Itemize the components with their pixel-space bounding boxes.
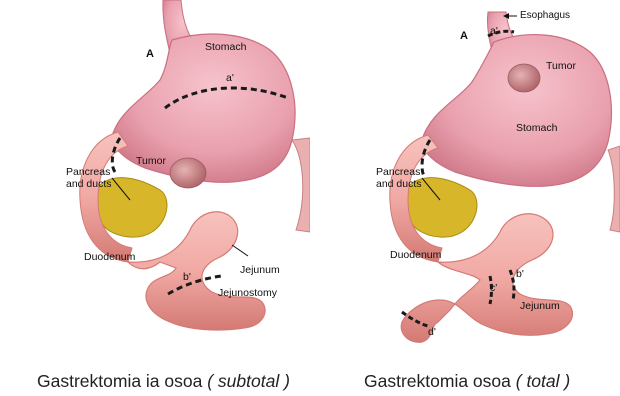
subtotal-caption: Gastrektomia ia osoa ( subtotal ) (37, 371, 290, 392)
total-caption-main: Gastrektomia osoa (364, 371, 511, 391)
total-gastrectomy-panel: Esophagus A a' Tumor Stomach Pancreas an… (310, 0, 620, 350)
jejunum-leader (232, 245, 248, 256)
total-caption: Gastrektomia osoa ( total ) (364, 371, 570, 392)
subtotal-caption-main: Gastrektomia ia osoa (37, 371, 202, 391)
subtotal-gastrectomy-panel: A Stomach a' Tumor Pancreas and ducts Du… (0, 0, 310, 350)
jejunum-label: Jejunum (520, 300, 560, 312)
cut-b-label: b' (516, 268, 524, 280)
subtotal-caption-paren: ( subtotal ) (207, 371, 290, 391)
total-caption-paren: ( total ) (516, 371, 570, 391)
tumor-label: Tumor (136, 155, 166, 167)
stomach-shape (422, 35, 611, 187)
panel-letter: A (146, 48, 154, 60)
duodenum-label: Duodenum (84, 251, 135, 263)
tumor-shape (170, 158, 206, 188)
jejunostomy-label: Jejunostomy (218, 287, 277, 299)
stomach-label: Stomach (516, 122, 557, 134)
pancreas-label: Pancreas and ducts (376, 166, 422, 190)
tumor-label: Tumor (546, 60, 576, 72)
jejunum-label: Jejunum (240, 264, 280, 276)
cut-d-label: d' (428, 326, 436, 338)
spleen-shape (292, 138, 310, 232)
total-anatomy-illustration (310, 0, 620, 350)
tumor-shape (508, 64, 540, 92)
cut-a-label: a' (226, 72, 234, 84)
spleen-shape (608, 146, 620, 232)
stomach-label: Stomach (205, 41, 246, 53)
esophagus-label: Esophagus (520, 10, 570, 22)
pancreas-label: Pancreas and ducts (66, 166, 112, 190)
cut-c-label: c' (490, 282, 497, 294)
duodenum-label: Duodenum (390, 249, 441, 261)
cut-b-label: b' (183, 271, 191, 283)
panel-letter: A (460, 30, 468, 42)
cut-a-label: a' (490, 25, 498, 37)
